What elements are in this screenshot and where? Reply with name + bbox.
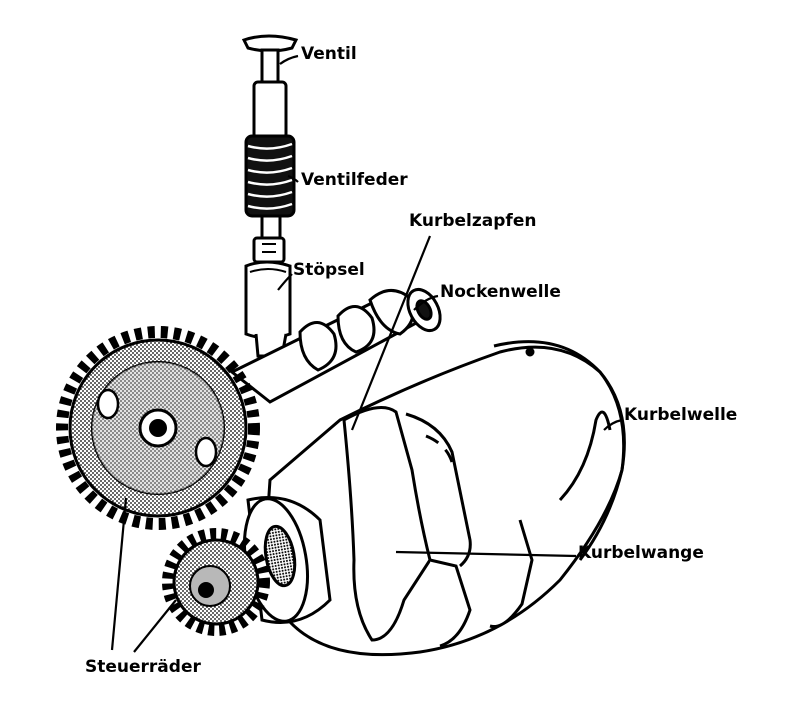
valve-stem	[252, 80, 288, 140]
crankshaft	[243, 340, 626, 657]
label-steuerraeder: Steuerräder	[85, 657, 201, 677]
leader-ventil	[279, 54, 299, 65]
leader-lines	[110, 54, 623, 653]
label-ventilfeder: Ventilfeder	[301, 170, 408, 190]
leader-nockenwelle	[413, 294, 439, 311]
valve-neck	[260, 48, 280, 86]
label-kurbelwelle: Kurbelwelle	[624, 405, 738, 425]
leader-kurbelzapfen	[350, 235, 432, 431]
leader-kurbelwelle	[603, 418, 623, 431]
tappet	[244, 236, 292, 340]
leader-steuerraeder-1	[110, 497, 128, 651]
leader-stoepsel	[277, 273, 293, 291]
label-stoepsel: Stöpsel	[293, 260, 365, 280]
valve-spring	[244, 134, 296, 240]
camshaft	[229, 287, 442, 404]
label-kurbelwange: Kurbelwange	[578, 543, 704, 563]
leader-ventilfeder	[287, 174, 299, 183]
label-ventil: Ventil	[301, 44, 357, 64]
valve	[241, 34, 299, 140]
leader-kurbelwange	[395, 550, 577, 558]
small-timing-gear	[162, 528, 270, 636]
label-kurbelzapfen: Kurbelzapfen	[409, 211, 537, 231]
leader-steuerraeder-2	[133, 599, 177, 653]
label-nockenwelle: Nockenwelle	[440, 282, 561, 302]
large-timing-gear	[56, 326, 260, 530]
valve-head	[241, 34, 299, 53]
